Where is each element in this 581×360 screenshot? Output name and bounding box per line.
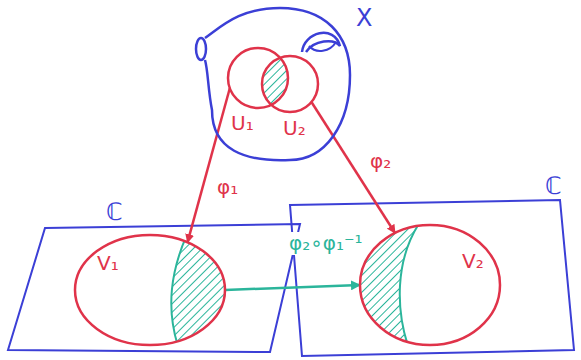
node-label: V₂ (462, 250, 484, 273)
chart-image: V₂ (360, 225, 500, 345)
chart-image-outline (360, 225, 500, 345)
plane-right (290, 200, 574, 356)
node-label: V₁ (97, 252, 119, 275)
complex-plane-label: ℂ (545, 172, 562, 200)
map-label: φ₂∘φ₁⁻¹ (287, 232, 365, 255)
transition-map (225, 285, 360, 290)
surface-handle (302, 33, 340, 52)
node-label: X (356, 4, 372, 32)
chart-domain-outline (262, 56, 318, 112)
map-label: φ₂ (368, 150, 393, 173)
complex-plane-label: ℂ (106, 198, 123, 226)
chart-map (188, 88, 230, 242)
chart-map (311, 102, 395, 233)
overlap-in-x (262, 56, 318, 112)
map-label: φ₁ (215, 176, 240, 199)
chart-domain: U₂ (262, 56, 318, 112)
node-label: U₂ (283, 117, 306, 140)
overlap-image-1 (171, 228, 232, 352)
node-label: U₁ (231, 112, 254, 135)
manifold-x: XU₁U₂ (192, 4, 354, 164)
chart-image: V₁ (75, 235, 225, 345)
surface-handle-lower (309, 42, 336, 51)
manifold-x-outline (192, 4, 354, 164)
